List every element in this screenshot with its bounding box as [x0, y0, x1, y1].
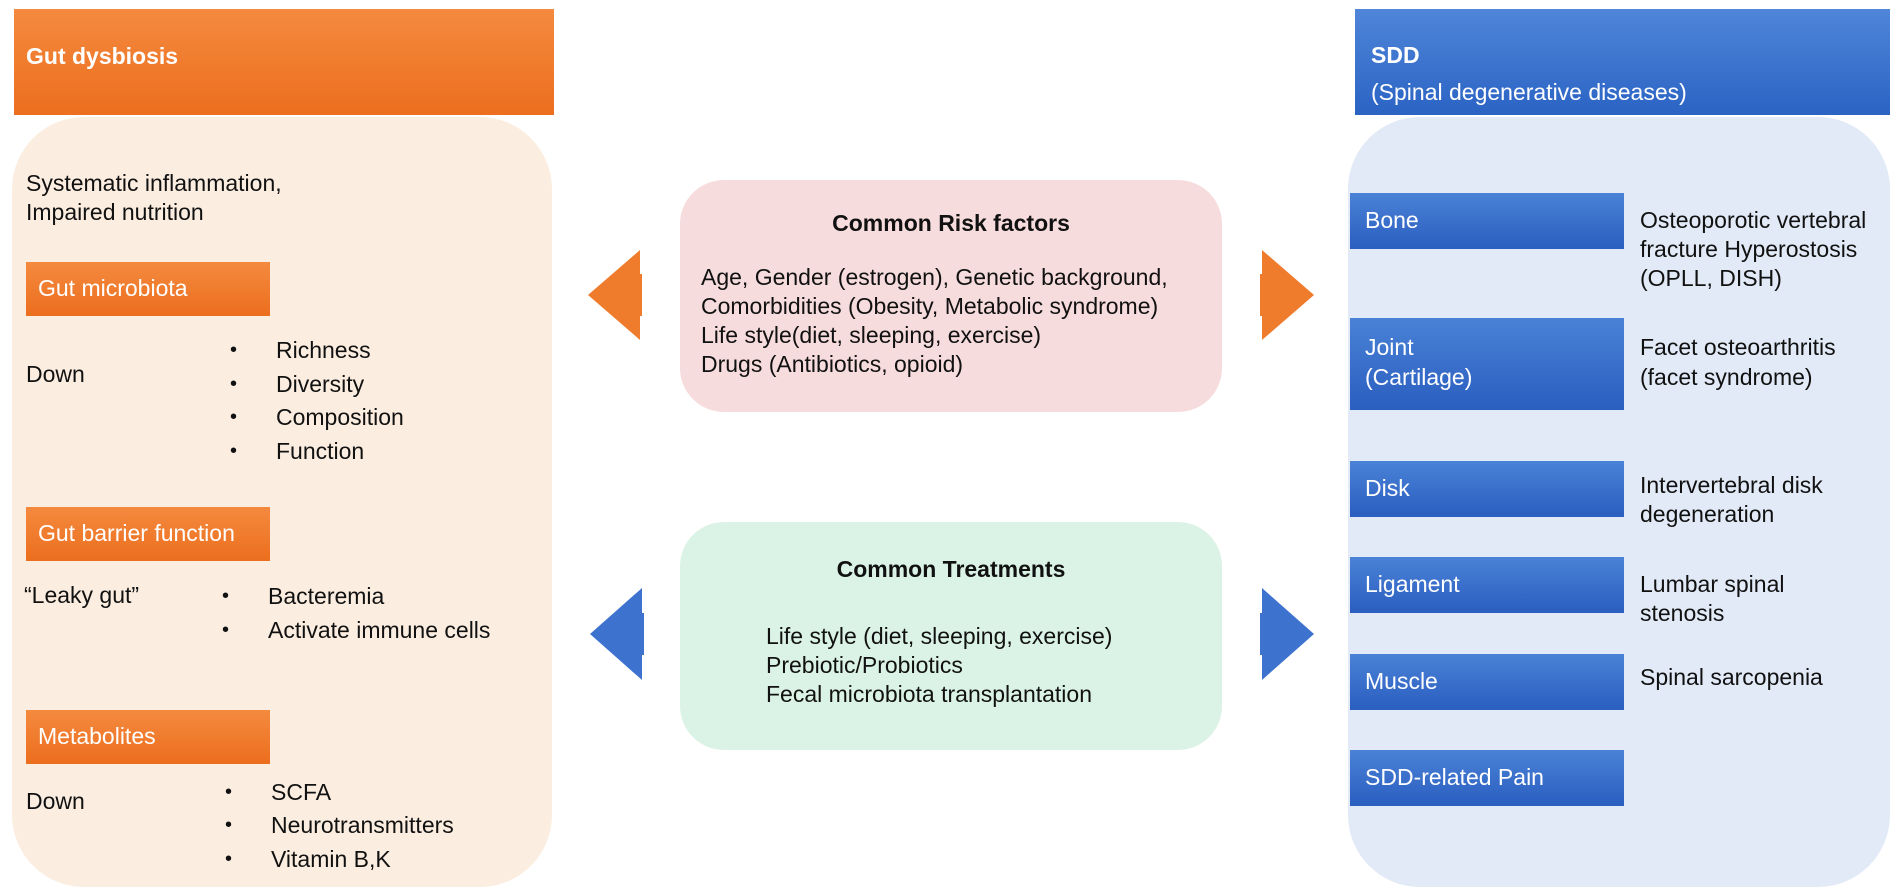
common-risk-factors-box: Common Risk factors Age, Gender (estroge… [680, 180, 1222, 412]
sdd-row-desc: (facet syndrome) [1640, 364, 1813, 390]
microbiota-item: Diversity [276, 371, 365, 397]
risk-factor-line: Life style(diet, sleeping, exercise) [701, 322, 1042, 348]
metabolite-item: SCFA [271, 779, 332, 805]
bullet: • [230, 406, 238, 428]
metabolites-label: Metabolites [26, 710, 270, 764]
barrier-item: Bacteremia [268, 583, 385, 609]
gut-dysbiosis-title: Gut dysbiosis [26, 43, 179, 69]
sdd-row-label-text: (Cartilage) [1365, 364, 1473, 390]
bullet: • [230, 339, 238, 361]
bullet: • [222, 619, 230, 641]
barrier-item: Activate immune cells [268, 617, 491, 643]
sdd-row-desc: Facet osteoarthritis [1640, 334, 1836, 360]
gut-dysbiosis-panel: Systematic inflammation, Impaired nutrit… [12, 117, 552, 887]
sdd-row-muscle-label: Muscle [1350, 654, 1624, 710]
sdd-row-desc: Lumbar spinal [1640, 571, 1785, 597]
gut-microbiota-label: Gut microbiota [26, 262, 270, 316]
sdd-row-desc: degeneration [1640, 501, 1775, 527]
microbiota-trend: Down [26, 361, 85, 387]
bullet: • [225, 781, 233, 803]
sdd-row-ligament-label: Ligament [1350, 557, 1624, 613]
sdd-header: SDD (Spinal degenerative diseases) [1355, 9, 1890, 115]
sdd-row-desc: stenosis [1640, 600, 1725, 626]
metabolite-item: Vitamin B,K [271, 846, 391, 872]
sdd-title: SDD [1371, 42, 1420, 68]
sdd-row-label-text: Muscle [1365, 668, 1438, 694]
sdd-subtitle: (Spinal degenerative diseases) [1371, 79, 1687, 105]
metabolite-item: Neurotransmitters [271, 812, 454, 838]
treatment-line: Fecal microbiota transplantation [766, 681, 1092, 707]
sdd-row-label-text: SDD-related Pain [1365, 764, 1544, 790]
barrier-trend: “Leaky gut” [24, 582, 140, 608]
sdd-row-joint-label: Joint (Cartilage) [1350, 318, 1624, 410]
bullet: • [230, 440, 238, 462]
arrow-left-blue-icon [590, 588, 644, 680]
metabolites-label-text: Metabolites [38, 723, 156, 749]
gut-microbiota-label-text: Gut microbiota [38, 275, 188, 301]
treatments-title: Common Treatments [836, 556, 1066, 582]
sdd-row-pain-label: SDD-related Pain [1350, 750, 1624, 806]
bullet: • [222, 585, 230, 607]
intro-line-1: Systematic inflammation, [26, 170, 282, 196]
common-treatments-box: Common Treatments Life style (diet, slee… [680, 522, 1222, 750]
gut-dysbiosis-header: Gut dysbiosis [14, 9, 554, 115]
sdd-row-desc: Spinal sarcopenia [1640, 664, 1823, 690]
sdd-row-label-text: Joint [1365, 334, 1414, 360]
arrow-left-orange-icon [588, 250, 642, 340]
microbiota-item: Function [276, 438, 365, 464]
gut-barrier-label: Gut barrier function [26, 507, 270, 561]
bullet: • [225, 814, 233, 836]
treatment-line: Prebiotic/Probiotics [766, 652, 963, 678]
risk-factor-line: Drugs (Antibiotics, opioid) [701, 351, 964, 377]
risk-factor-line: Comorbidities (Obesity, Metabolic syndro… [701, 293, 1159, 319]
bullet: • [230, 373, 238, 395]
sdd-row-label-text: Bone [1365, 207, 1419, 233]
sdd-row-desc: Osteoporotic vertebral [1640, 207, 1867, 233]
arrow-right-orange-icon [1260, 250, 1314, 340]
sdd-row-bone-label: Bone [1350, 193, 1624, 249]
metabolites-trend: Down [26, 788, 85, 814]
treatment-line: Life style (diet, sleeping, exercise) [766, 623, 1113, 649]
sdd-row-desc: fracture Hyperostosis [1640, 236, 1858, 262]
risk-factors-title: Common Risk factors [832, 210, 1070, 236]
sdd-row-label-text: Disk [1365, 475, 1410, 501]
bullet: • [225, 848, 233, 870]
arrow-right-blue-icon [1260, 588, 1314, 680]
sdd-row-label-text: Ligament [1365, 571, 1460, 597]
intro-line-2: Impaired nutrition [26, 199, 204, 225]
sdd-row-disk-label: Disk [1350, 461, 1624, 517]
microbiota-item: Richness [276, 337, 371, 363]
gut-barrier-label-text: Gut barrier function [38, 520, 235, 546]
sdd-row-desc: (OPLL, DISH) [1640, 265, 1782, 291]
sdd-row-desc: Intervertebral disk [1640, 472, 1823, 498]
microbiota-item: Composition [276, 404, 404, 430]
risk-factor-line: Age, Gender (estrogen), Genetic backgrou… [701, 264, 1168, 290]
